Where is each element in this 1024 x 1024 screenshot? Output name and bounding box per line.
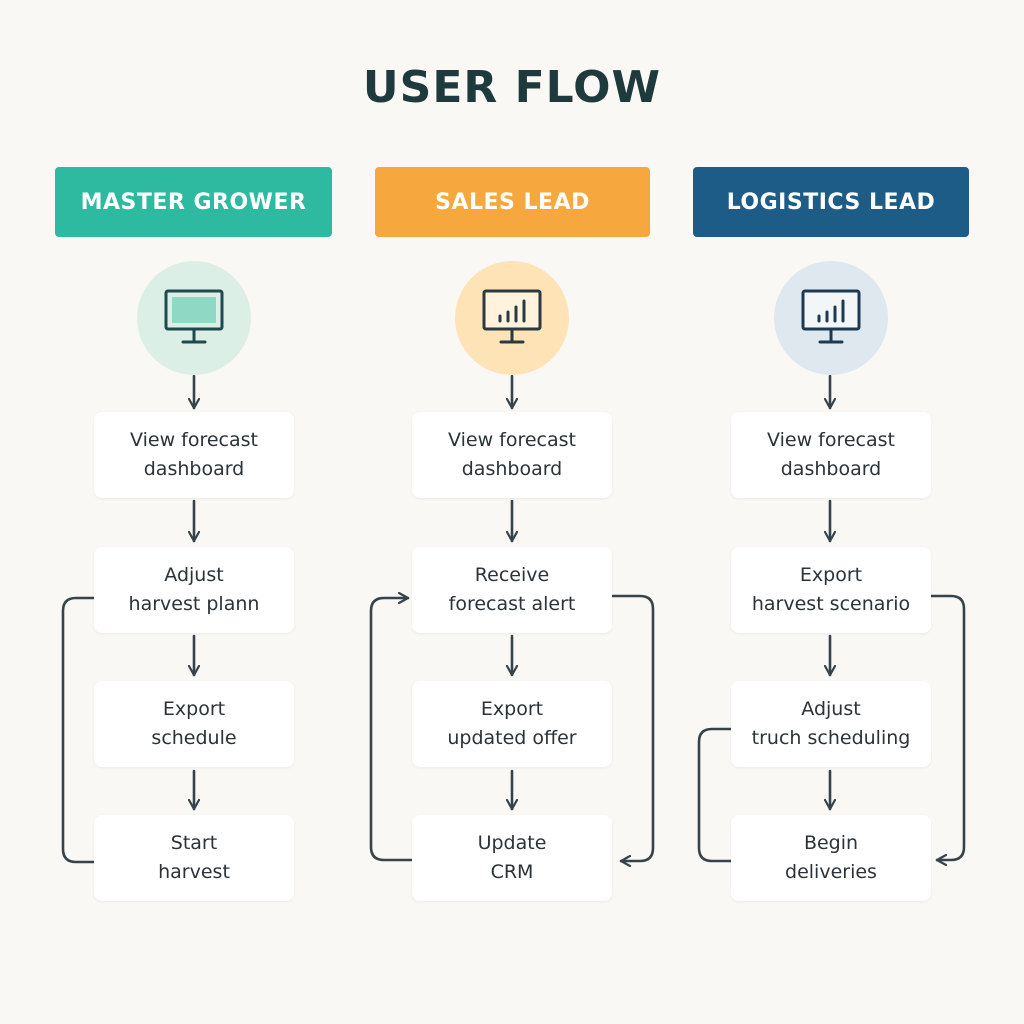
step-line: dashboard	[143, 458, 245, 480]
role-header-logistics-lead: LOGISTICS LEAD	[693, 167, 969, 237]
step-line: dashboard	[780, 458, 882, 480]
flow-step: Export harvest scenario	[731, 547, 931, 633]
role-header-sales-lead: SALES LEAD	[375, 167, 650, 237]
page-title: USER FLOW	[362, 62, 662, 113]
flow-step: Adjust harvest plann	[94, 547, 294, 633]
flow-step: Start harvest	[94, 815, 294, 901]
flow-step: Update CRM	[412, 815, 612, 901]
step-line: dashboard	[461, 458, 563, 480]
step-line: Update	[477, 832, 547, 854]
loop-mg-step4-to-step2	[61, 596, 96, 864]
step-line: Export	[480, 698, 544, 720]
flow-step: View forecast dashboard	[94, 412, 294, 498]
flow-step: Export schedule	[94, 681, 294, 767]
loop-ll-step4-to-step3-left	[697, 727, 733, 863]
step-line: harvest	[158, 861, 230, 883]
step-line: Receive	[474, 564, 550, 586]
role-icon-circle	[455, 261, 569, 375]
step-line: Begin	[803, 832, 859, 854]
flow-step: Adjust truch scheduling	[731, 681, 931, 767]
step-line: harvest scenario	[751, 593, 911, 615]
step-line: truch scheduling	[751, 727, 911, 749]
step-line: updated offer	[447, 727, 577, 749]
step-line: Adjust	[164, 564, 224, 586]
step-line: View forecast	[767, 429, 895, 451]
flow-step: Receive forecast alert	[412, 547, 612, 633]
step-line: View forecast	[448, 429, 576, 451]
chart-monitor-icon	[801, 289, 861, 344]
flow-step: View forecast dashboard	[731, 412, 931, 498]
step-line: Export	[162, 698, 226, 720]
role-icon-circle	[137, 261, 251, 375]
step-line: Adjust	[801, 698, 861, 720]
step-line: View forecast	[130, 429, 258, 451]
step-line: harvest plann	[128, 593, 260, 615]
chart-monitor-icon	[482, 289, 542, 344]
step-line: Export	[799, 564, 863, 586]
step-line: schedule	[151, 727, 237, 749]
flow-step: Export updated offer	[412, 681, 612, 767]
step-line: forecast alert	[448, 593, 576, 615]
loop-ll-step2-to-step4-right	[929, 594, 966, 860]
flow-step: View forecast dashboard	[412, 412, 612, 498]
loop-sl-step4-to-step2-left	[369, 598, 414, 862]
monitor-icon	[164, 289, 224, 344]
step-line: CRM	[490, 861, 534, 883]
step-line: deliveries	[785, 861, 877, 883]
role-header-master-grower: MASTER GROWER	[55, 167, 332, 237]
flow-step: Begin deliveries	[731, 815, 931, 901]
role-icon-circle	[774, 261, 888, 375]
loop-sl-step2-to-step4-right	[611, 594, 655, 861]
step-line: Start	[170, 832, 218, 854]
